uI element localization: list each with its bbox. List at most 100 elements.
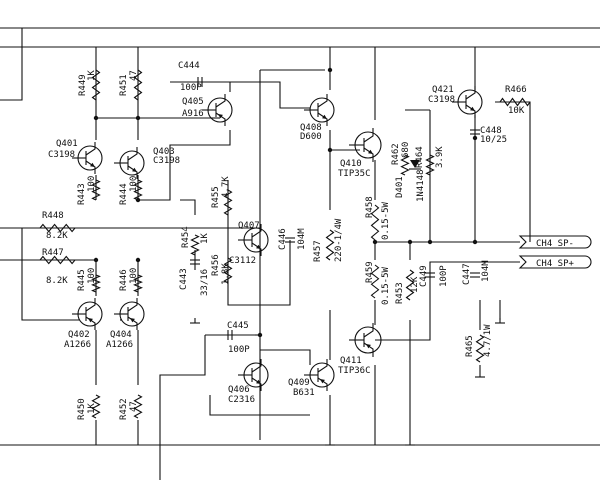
c444v-label: 100P (180, 83, 202, 93)
r453-label: R453 (395, 282, 405, 304)
q407v-label: C3112 (229, 256, 256, 266)
resistor-r454 (190, 234, 200, 256)
r448-label: R448 (42, 211, 64, 221)
emitter-arrow (470, 106, 475, 111)
wire (375, 261, 520, 341)
emitter-arrow (368, 149, 373, 154)
r454v-label: 1K (200, 233, 210, 244)
resistor-r447 (39, 255, 76, 265)
junction-dot (472, 135, 478, 141)
r446-label: R446 (119, 269, 129, 291)
q409-label: Q409 (288, 378, 310, 388)
resistor-r451 (133, 69, 143, 101)
transistor-collector (317, 94, 328, 108)
wire (209, 395, 310, 416)
q406v-label: C2316 (228, 395, 255, 405)
transistor-q406 (238, 359, 269, 391)
transistor-collector (85, 298, 96, 312)
r462v-label: 680 (401, 142, 411, 158)
diode-d401 (409, 160, 421, 170)
ground-symbol (495, 318, 505, 324)
ground-symbol (325, 440, 335, 446)
resistor-r444 (133, 179, 143, 201)
q402v-label: A1266 (64, 340, 91, 350)
wire (180, 199, 196, 215)
emitter-arrow (218, 114, 223, 119)
r449v-label: 1K (87, 70, 97, 81)
r450-label: R450 (77, 398, 87, 420)
q405-label: Q405 (182, 97, 204, 107)
resistor-r443 (91, 179, 101, 201)
resistor-r448 (39, 223, 76, 233)
c445v-label: 100P (228, 345, 250, 355)
q421-label: Q421 (432, 85, 454, 95)
resistor-r456 (223, 257, 233, 284)
transistor-q408 (304, 94, 335, 126)
resistor-r458 (370, 204, 380, 241)
d401v-label: 1N4148 (416, 169, 426, 202)
r444-label: R444 (119, 183, 129, 205)
r459-label: R459 (365, 261, 375, 283)
connector-outline (518, 235, 592, 249)
r445-label: R445 (77, 269, 87, 291)
r459v-label: 0.15-5W (381, 266, 391, 305)
transistor-collector (215, 94, 226, 108)
r462-label: R462 (391, 143, 401, 165)
transistor-q409 (304, 359, 335, 391)
transistor-collector (363, 323, 374, 338)
junction-dot (257, 332, 263, 338)
r449-label: R449 (78, 74, 88, 96)
q406-label: Q406 (228, 385, 250, 395)
transistor-emitter (85, 160, 96, 174)
c446v-label: 104M (297, 228, 307, 250)
c449v-label: 100P (439, 265, 449, 287)
speaker-minus-label: CH4 SP- (536, 239, 574, 249)
r464v-label: 3.9K (435, 146, 445, 168)
transistor-collector (251, 224, 262, 238)
junction-dots (93, 67, 478, 338)
r454-label: R454 (181, 226, 191, 248)
emitter-arrow (256, 379, 261, 384)
resistor-r466 (499, 97, 531, 107)
junction-dot (472, 239, 478, 245)
speaker-plus-label: CH4 SP+ (536, 259, 575, 269)
r443v-label: 100 (87, 176, 97, 192)
transistor-emitter (465, 104, 476, 118)
transistor-q404 (114, 298, 145, 330)
junction-dot (427, 239, 433, 245)
connector-outline (518, 255, 592, 269)
emitter-arrow (88, 318, 93, 323)
q403-label: Q403 (153, 147, 175, 157)
wire (230, 81, 310, 109)
r444v-label: 100 (129, 176, 139, 192)
wire (260, 349, 311, 365)
d401-label: D401 (395, 176, 405, 198)
emitter-arrow (256, 244, 261, 249)
c446-label: C446 (278, 228, 288, 250)
r446v-label: 100 (129, 268, 139, 284)
transistor-emitter (363, 147, 374, 162)
emitter-arrow (366, 344, 371, 349)
c448v-label: 10/25 (480, 135, 507, 145)
capacitor-c446 (285, 237, 295, 243)
r465v-label: 4.7/1W (483, 324, 493, 357)
transistor-collector (363, 128, 374, 143)
transistor-q407 (238, 224, 269, 256)
q401v-label: C3198 (48, 150, 75, 160)
input-wire (0, 28, 23, 101)
c445-label: C445 (227, 321, 249, 331)
transistor-collector (317, 359, 328, 373)
ground-symbol (190, 318, 200, 324)
r452-label: R452 (119, 398, 129, 420)
q408v-label: D600 (300, 132, 322, 142)
r451-label: R451 (119, 74, 129, 96)
resistor-r446 (133, 274, 143, 293)
junction-dot (93, 115, 99, 121)
transistor-q401 (72, 142, 103, 174)
transistor-q405 (202, 94, 233, 126)
resistor-r445 (91, 274, 101, 293)
junction-dot (135, 197, 141, 203)
r456-label: R456 (211, 254, 221, 276)
q401-label: Q401 (56, 139, 78, 149)
